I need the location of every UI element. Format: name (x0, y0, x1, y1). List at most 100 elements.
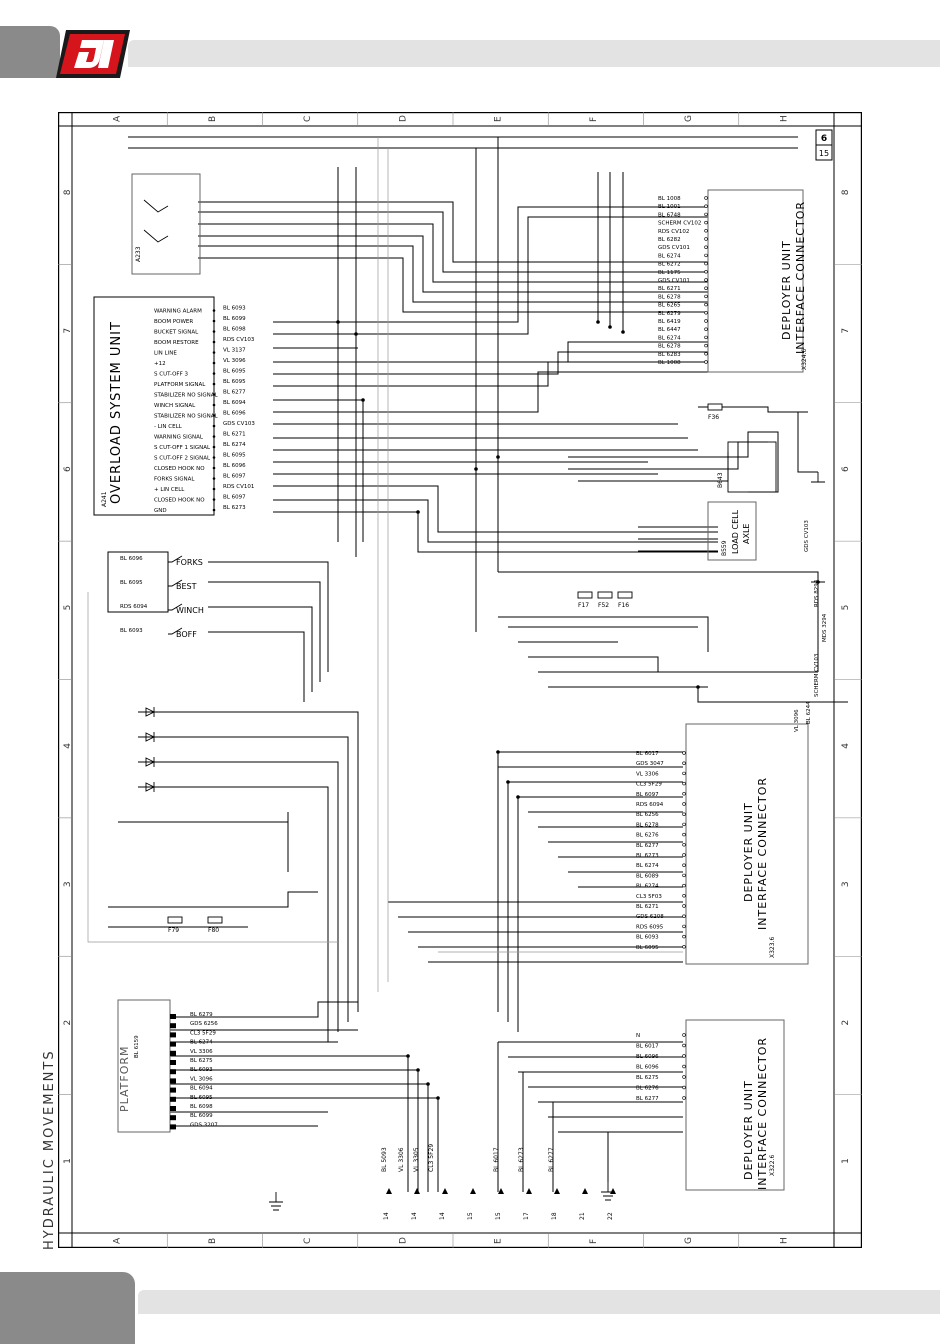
grid-col-top-G: G (684, 115, 694, 122)
oss-pin-terminal (212, 498, 216, 501)
deployer-unit-middle (685, 723, 809, 965)
platform-wire-label: CL3 5F29 (190, 1030, 216, 1036)
grid-col-top-H: H (779, 115, 789, 122)
connector-pin (682, 1096, 686, 1100)
connector-pin (682, 853, 686, 857)
connector-pin (704, 294, 708, 299)
oss-wire-label: BL 6095 (223, 453, 246, 459)
oss-pin-terminal (212, 508, 216, 512)
oss-pin-label: +12 (154, 361, 166, 367)
connector-pin (704, 352, 708, 356)
wire-junction-dot (816, 580, 820, 584)
connector-pin (682, 1054, 686, 1058)
terminal-arrow (582, 1188, 588, 1194)
oss-pin-label: BUCKET SIGNAL (154, 330, 199, 336)
oss-pin-terminal (212, 414, 216, 417)
platform-wire-label: BL 6098 (190, 1104, 213, 1110)
oss-wire-label: BL 6271 (223, 432, 246, 438)
deployer-bot-pin-label: BL 6275 (636, 1075, 659, 1081)
wire-junction-dot (696, 685, 700, 689)
wire-junction-dot (361, 398, 365, 402)
platform-side-label: BL 6159 (134, 1035, 140, 1058)
deployer-mid-pin-label: VL 3306 (636, 771, 659, 777)
right-wire-label: BL 6244 (806, 701, 812, 724)
oss-pin-terminal (212, 351, 216, 354)
fuse-symbol (167, 916, 183, 924)
deployer-mid-pin-label: RDS 6094 (636, 802, 664, 808)
load-cell-line1: LOAD CELL (731, 509, 740, 554)
platform-wire-label: BL 6095 (190, 1095, 213, 1101)
deployer-bot-pin-label: BL 6096 (636, 1054, 659, 1060)
oss-pin-terminal (212, 477, 216, 480)
oss-wire-label: VL 3096 (223, 358, 246, 364)
switch-contact (168, 579, 183, 587)
oss-wire-label: BL 6095 (223, 369, 246, 375)
section-title: HYDRAULIC MOVEMENTS (42, 1049, 57, 1250)
connector-pin (682, 781, 686, 786)
oss-wire-label: BL 6277 (223, 390, 246, 396)
terminal-arrow (414, 1188, 420, 1194)
connector-pin (682, 1033, 686, 1037)
platform-connector-pin (170, 1023, 176, 1029)
connector-pin (704, 302, 708, 307)
oss-pin-terminal (212, 445, 216, 449)
deployer-bot-pin-label: BL 6017 (636, 1044, 659, 1050)
platform-wire-label: BL 6275 (190, 1058, 213, 1064)
terminal-arrow (610, 1188, 616, 1194)
deployer-mid-pin-label: RDS 6095 (636, 924, 664, 930)
connector-pin (682, 945, 686, 949)
wire-junction-dot (496, 750, 500, 754)
oss-pin-label: - LIN CELL (154, 424, 183, 430)
switch-wire-label: RDS 6094 (120, 604, 148, 610)
oss-pin-terminal (212, 309, 216, 312)
diode-array (145, 707, 156, 792)
deployer-mid-pin-label: BL 6089 (636, 873, 659, 879)
connector-pin (682, 1085, 686, 1090)
connector-pin (704, 327, 708, 331)
oss-pin-label: BOOM RESTORE (154, 340, 199, 346)
grid-row-right-1: 1 (841, 1158, 851, 1164)
oss-wire-label: GDS CV103 (223, 421, 255, 427)
terminal-arrow (442, 1188, 448, 1194)
bottom-wire-label: VL 3305 (413, 1147, 420, 1172)
right-wire-label: RDS 8294 (814, 579, 820, 607)
terminal-arrow (498, 1188, 504, 1194)
grid-col-top-F: F (589, 117, 599, 122)
connector-pin (704, 212, 708, 217)
connector-pin (704, 335, 708, 340)
header-bar (128, 40, 940, 67)
connector-pin (682, 1043, 686, 1048)
oss-pin-label: WINCH SIGNAL (154, 403, 196, 409)
oss-pin-label: S CUT-OFF 2 SIGNAL (154, 456, 211, 462)
platform-connector-pin (170, 1041, 176, 1047)
platform-connector-pin (170, 1115, 176, 1121)
load-cell-ref: B559 (721, 540, 728, 556)
grid-row-right-5: 5 (841, 605, 851, 611)
deployer-mid-pin-label: BL 6277 (636, 843, 659, 849)
bottom-terminal-label: 15 (495, 1212, 502, 1220)
platform-wire-label: BL 6094 (190, 1086, 213, 1092)
wire-junction-dot (354, 332, 358, 336)
platform-connector-pin (170, 1060, 176, 1065)
oss-pin-label: BOOM POWER (154, 319, 193, 325)
connector-pin (682, 883, 686, 888)
grid-col-top-A: A (113, 115, 123, 122)
switch-wire-label: BL 6095 (120, 580, 143, 586)
bottom-wire-label: BL 6273 (518, 1147, 525, 1172)
deployer-mid-pin-label: GDS 6208 (636, 914, 664, 920)
oss-pin-terminal (212, 393, 216, 396)
oss-wire-label: BL 6097 (223, 495, 246, 501)
wire-junction-dot (474, 467, 478, 471)
connector-pin (682, 894, 686, 898)
platform-connector-pin (170, 1014, 176, 1019)
oss-pin-terminal (212, 403, 216, 407)
platform-connector-pin (170, 1032, 176, 1038)
sheet-total: 15 (819, 149, 829, 158)
wire-junction-dot (516, 795, 520, 799)
oss-pin-terminal (212, 340, 216, 344)
deployer-top-pin-label: GDS CV101 (658, 245, 690, 251)
deployer-top-pin-label: SCHERM CV102 (658, 221, 701, 227)
bottom-terminal-label: 15 (467, 1212, 474, 1220)
footer-tab (0, 1272, 135, 1344)
